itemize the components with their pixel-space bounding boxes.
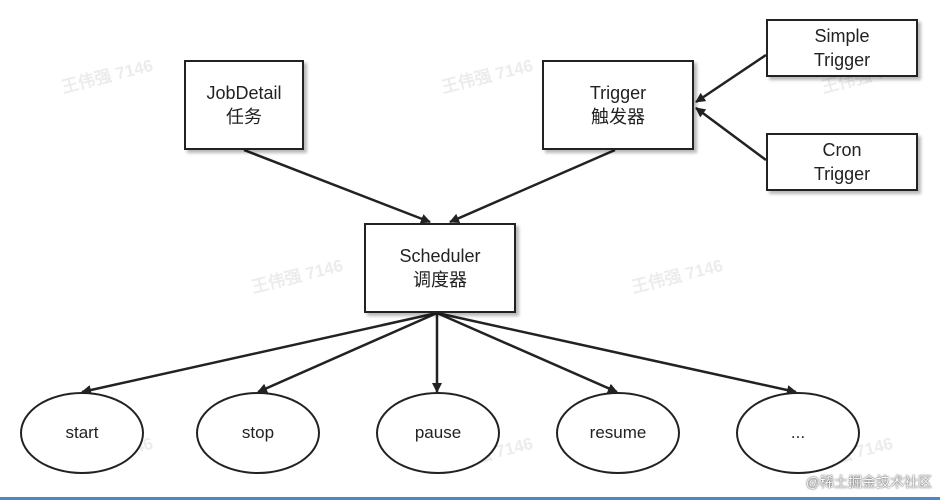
edge-scheduler-to-more: [436, 311, 797, 395]
bottom-frame-border: [0, 497, 940, 500]
edge-simple-to-trigger: [695, 53, 767, 104]
action-more-node: ...: [736, 392, 860, 474]
action-pause-label: pause: [414, 423, 462, 442]
scheduler-node-subtitle: 调度器: [413, 270, 467, 290]
action-stop-label: stop: [241, 423, 275, 442]
edge-jobdetail-to-scheduler: [243, 148, 431, 224]
action-pause-node: pause: [376, 392, 500, 474]
action-resume-node: resume: [556, 392, 680, 474]
edge-scheduler-to-start: [81, 311, 438, 395]
action-start-node: start: [20, 392, 144, 474]
scheduler-node: Scheduler 调度器: [364, 223, 516, 313]
cron-trigger-node: Cron Trigger: [766, 133, 918, 191]
trigger-node-subtitle: 触发器: [591, 107, 645, 127]
cron-trigger-node-line2: Trigger: [813, 164, 871, 184]
simple-trigger-node-line1: Simple: [814, 26, 870, 46]
cron-trigger-node-line1: Cron: [822, 140, 862, 160]
trigger-node-title: Trigger: [589, 83, 647, 103]
scheduler-node-title: Scheduler: [399, 246, 481, 266]
trigger-node: Trigger 触发器: [542, 60, 694, 150]
jobdetail-node-title: JobDetail: [206, 83, 282, 103]
edge-trigger-to-scheduler: [449, 148, 616, 224]
simple-trigger-node: Simple Trigger: [766, 19, 918, 77]
jobdetail-node: JobDetail 任务: [184, 60, 304, 150]
jobdetail-node-subtitle: 任务: [226, 107, 262, 127]
edge-scheduler-to-resume: [436, 311, 618, 394]
action-more-label: ...: [790, 423, 806, 442]
action-resume-label: resume: [589, 423, 647, 442]
edge-cron-to-trigger: [695, 106, 767, 162]
action-stop-node: stop: [196, 392, 320, 474]
simple-trigger-node-line2: Trigger: [813, 50, 871, 70]
source-credit: @稀土掘金技术社区: [805, 474, 932, 490]
edge-scheduler-to-stop: [257, 311, 438, 394]
action-start-label: start: [65, 423, 99, 442]
